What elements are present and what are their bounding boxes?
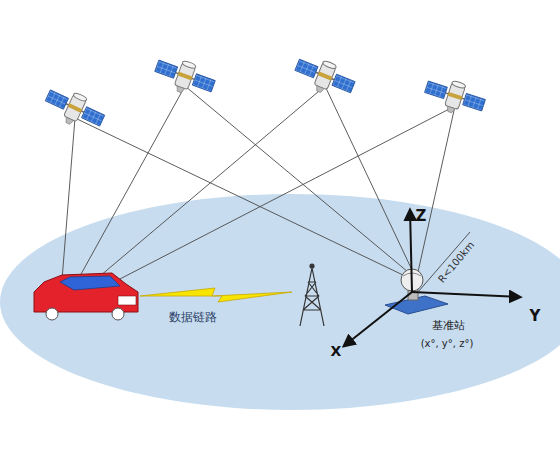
ground-ellipse <box>0 194 560 410</box>
signal-lines <box>62 86 455 280</box>
coordinate-axes <box>344 210 520 346</box>
label-text: X <box>331 344 342 359</box>
radio-tower <box>300 264 324 326</box>
satellite <box>41 82 109 136</box>
lightning-bolt <box>140 288 292 302</box>
car <box>34 273 138 320</box>
label-text: Z <box>416 208 427 225</box>
label-text: 基准站 <box>432 320 465 332</box>
satellite <box>151 52 218 102</box>
satellite <box>291 51 358 103</box>
satellite <box>421 73 488 121</box>
label-text: 数据链路 <box>169 311 217 324</box>
label-text: (x°, y°, z°) <box>421 338 474 349</box>
label-text: Y <box>530 308 541 325</box>
